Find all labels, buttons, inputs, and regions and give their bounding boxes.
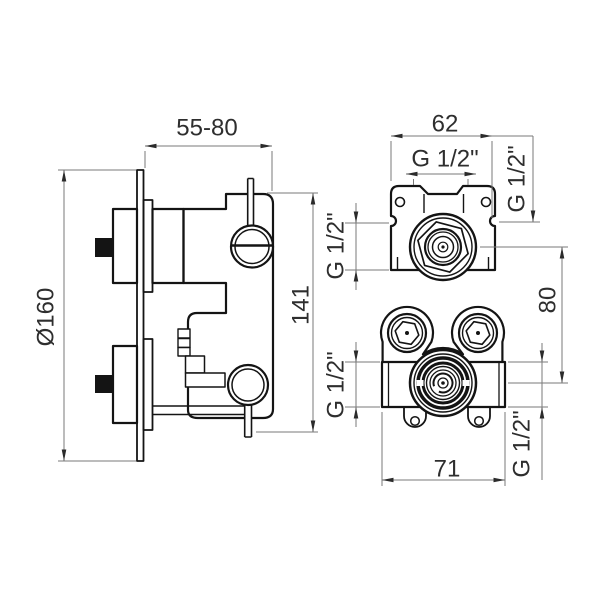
outlet-port (226, 363, 270, 407)
box-outline (389, 184, 497, 272)
channel-lines (152, 405, 244, 416)
dim-label-body-height: 141 (288, 285, 315, 325)
dim-body-width: 62 (390, 111, 533, 218)
flange (142, 338, 154, 431)
hex-nut (417, 221, 469, 273)
mounting-hole (473, 415, 485, 427)
dim-top-left-port: G 1/2" (323, 203, 389, 290)
dim-label-top-left-port: G 1/2" (323, 212, 350, 279)
cartridge-details (177, 328, 226, 388)
handle-stem (95, 238, 113, 257)
dim-top-right-port: G 1/2" (499, 136, 540, 223)
top-outlet (229, 177, 275, 269)
dim-label-body-width: 62 (432, 111, 459, 138)
side-view: 55-80 Ø160 141 (33, 115, 318, 462)
dim-depth-range: 55-80 (144, 115, 273, 191)
dim-label-port-spacing: 80 (535, 287, 562, 314)
dim-body-height: 141 (256, 192, 318, 433)
front-view: 62 G 1/2" G 1/2" G 1/2" 80 (323, 111, 568, 486)
mounting-hole (480, 196, 492, 208)
dim-top-port: G 1/2" (406, 146, 479, 185)
handle-body (111, 207, 139, 285)
mounting-hole (409, 415, 421, 427)
mounting-hole (394, 196, 406, 208)
dim-label-depth-range: 55-80 (176, 115, 237, 142)
dim-label-bottom-width: 71 (434, 456, 461, 483)
bottom-valve-face (408, 348, 478, 418)
retaining-ring (432, 372, 454, 394)
dim-label-bottom-left-port: G 1/2" (323, 351, 350, 418)
bottom-handle-unit (95, 338, 154, 431)
flange (142, 199, 154, 293)
bottom-outlet (226, 363, 270, 438)
top-valve-face (408, 212, 478, 282)
top-valve-box (389, 184, 497, 282)
mounting-plate (379, 305, 506, 362)
dim-port-spacing: 80 (480, 246, 568, 384)
mounting-tab (467, 407, 491, 428)
dim-label-plate-diameter: Ø160 (33, 288, 60, 347)
hex-bolt-left (386, 312, 428, 354)
hex-bolt-right (457, 312, 499, 354)
dim-label-top-right-port: G 1/2" (504, 145, 531, 212)
mounting-tab (403, 407, 427, 428)
dim-plate-diameter: Ø160 (33, 169, 136, 462)
dim-bottom-width: 71 (381, 412, 506, 486)
handle-body (111, 344, 139, 425)
dim-bottom-left-port: G 1/2" (323, 342, 380, 427)
handle-stem (95, 375, 113, 393)
bottom-valve-box (379, 305, 507, 428)
wall-plate (136, 169, 145, 462)
dim-label-top-port: G 1/2" (411, 146, 478, 173)
cartridge-housing (151, 207, 185, 285)
dim-bottom-right-port: G 1/2" (508, 343, 548, 480)
valve-body (182, 192, 275, 420)
top-handle-unit (95, 199, 185, 293)
dim-label-bottom-right-port: G 1/2" (509, 410, 536, 477)
